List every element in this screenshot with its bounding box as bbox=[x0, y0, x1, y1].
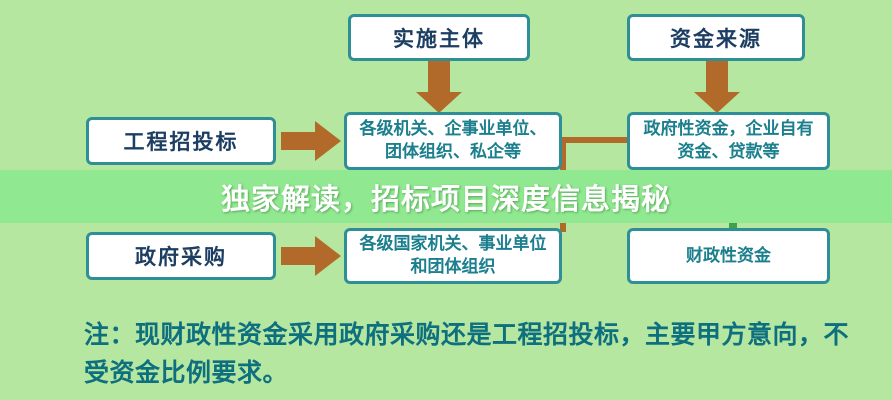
box-bidding-funds-label: 政府性资金，企业自有资金、贷款等 bbox=[643, 119, 814, 162]
box-fiscal-funds: 财政性资金 bbox=[627, 228, 830, 284]
box-bidding-subjects-label: 各级机关、企事业单位、团体组织、私企等 bbox=[359, 119, 547, 162]
box-procurement-subjects-label: 各级国家机关、事业单位和团体组织 bbox=[359, 234, 547, 277]
headline-banner: 独家解读，招标项目深度信息揭秘 bbox=[0, 170, 892, 223]
box-bidding-funds: 政府性资金，企业自有资金、贷款等 bbox=[627, 112, 830, 170]
box-government-procurement: 政府采购 bbox=[86, 232, 276, 280]
down-arrow-icon bbox=[416, 61, 462, 113]
down-arrow-shaft bbox=[706, 61, 728, 92]
footnote-text: 注：现财政性资金采用政府采购还是工程招投标，主要甲方意向，不受资金比例要求。 bbox=[84, 320, 850, 387]
box-implementation-subject: 实施主体 bbox=[348, 14, 530, 61]
right-arrow-shaft bbox=[281, 247, 315, 265]
right-arrow-icon bbox=[281, 236, 341, 276]
box-implementation-subject-label: 实施主体 bbox=[393, 26, 485, 51]
box-government-procurement-label: 政府采购 bbox=[135, 245, 227, 269]
right-arrow-icon bbox=[281, 121, 341, 161]
down-arrow-icon bbox=[694, 61, 740, 113]
box-engineering-bidding-label: 工程招投标 bbox=[123, 130, 239, 154]
down-arrow-head bbox=[416, 92, 462, 113]
box-procurement-subjects: 各级国家机关、事业单位和团体组织 bbox=[344, 228, 562, 284]
right-arrow-head bbox=[315, 121, 341, 161]
right-arrow-shaft bbox=[281, 132, 315, 150]
down-arrow-shaft bbox=[428, 61, 450, 92]
horizontal-connector-line bbox=[560, 137, 630, 143]
box-bidding-subjects: 各级机关、企事业单位、团体组织、私企等 bbox=[344, 112, 562, 170]
box-fiscal-funds-label: 财政性资金 bbox=[686, 245, 771, 266]
box-funding-source: 资金来源 bbox=[627, 14, 805, 61]
down-arrow-head bbox=[694, 92, 740, 113]
box-engineering-bidding: 工程招投标 bbox=[86, 117, 276, 165]
headline-title: 独家解读，招标项目深度信息揭秘 bbox=[220, 181, 671, 216]
right-arrow-head bbox=[315, 236, 341, 276]
box-funding-source-label: 资金来源 bbox=[670, 26, 762, 51]
